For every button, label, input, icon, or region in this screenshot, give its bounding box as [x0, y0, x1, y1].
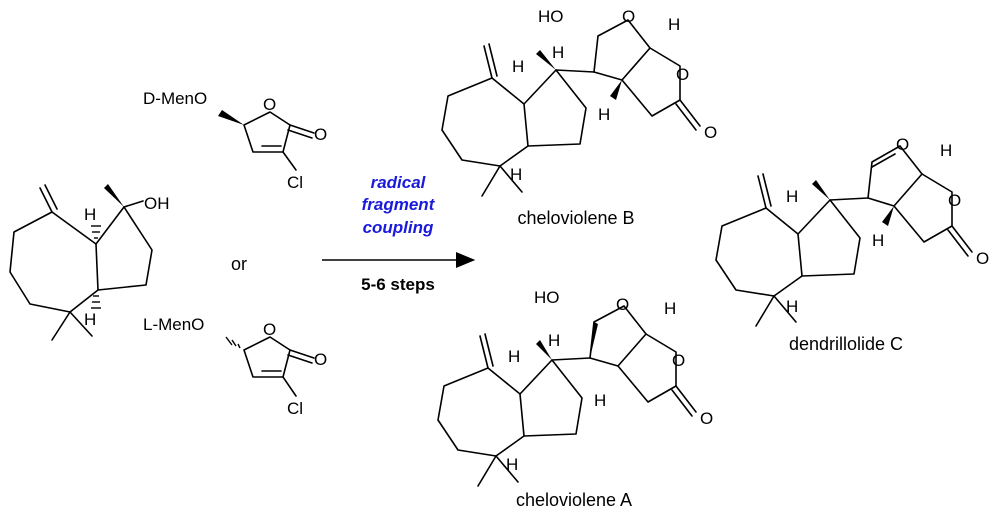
chel-b-ring-o2: O: [676, 65, 689, 84]
chel-b-h-ring: H: [598, 105, 610, 124]
dend-c-ring-o2: O: [948, 191, 961, 210]
chel-b-carbonyl-o: O: [704, 123, 717, 142]
chel-a-h-ring: H: [594, 391, 606, 410]
sm-hash-bonds: [91, 225, 101, 309]
product-dendrillolide-c: O O O H H H H dendrillolide C: [715, 135, 989, 354]
chel-a-hydroxyl: HO: [534, 288, 560, 307]
chel-a-caption: cheloviolene A: [516, 490, 632, 510]
condition-line-1: radical: [371, 173, 427, 192]
chel-a-h-bottom: H: [506, 455, 518, 474]
condition-line-3: coupling: [363, 218, 434, 237]
dend-c-ring-o1: O: [896, 135, 909, 154]
chel-b-h-top: H: [512, 57, 524, 76]
chel-a-h-top: H: [508, 347, 520, 366]
chel-b-h-side: H: [552, 43, 564, 62]
chel-b-caption: cheloviolene B: [517, 208, 634, 228]
condition-line-2: fragment: [362, 195, 436, 214]
sm-methyl-wedge: [104, 184, 124, 207]
chel-a-h-side: H: [548, 331, 560, 350]
chel-b-h-acetal: H: [668, 15, 680, 34]
sm-hydroxyl-label: OH: [144, 194, 170, 213]
product-cheloviolene-b: HO O O O H H H H H cheloviolene B: [441, 7, 717, 228]
sm-h-top-label: H: [84, 205, 96, 224]
condition-steps: 5-6 steps: [361, 275, 435, 294]
l-menthyl-ring-oxygen: O: [263, 320, 276, 339]
dend-c-caption: dendrillolide C: [789, 334, 903, 354]
chel-a-ring-o2: O: [672, 351, 685, 370]
l-menthyl-carbonyl-oxygen: O: [314, 350, 327, 369]
reaction-arrow-group: radical fragment coupling 5-6 steps: [322, 173, 476, 294]
dend-c-h-ring: H: [872, 231, 884, 250]
dend-c-h-acetal: H: [940, 141, 952, 160]
d-menthyl-carbonyl-oxygen: O: [314, 125, 327, 144]
d-menthyl-chlorine: Cl: [287, 173, 303, 192]
chel-b-h-bottom: H: [510, 165, 522, 184]
chel-b-hydroxyl: HO: [538, 7, 564, 26]
product-cheloviolene-a: HO O O O H H H H H cheloviolene A: [437, 288, 713, 510]
chel-a-h-acetal: H: [664, 299, 676, 318]
l-menthyl-substituent-label: L-MenO: [143, 315, 204, 334]
starting-material: OH H H: [9, 184, 170, 341]
reagent-d-menthyl: D-MenO O O Cl: [143, 89, 327, 192]
or-connector: or: [231, 254, 247, 274]
sm-bonds: [9, 184, 153, 341]
d-menthyl-wedge: [218, 110, 244, 125]
d-menthyl-substituent-label: D-MenO: [143, 89, 207, 108]
sm-h-bottom-label: H: [84, 310, 96, 329]
d-menthyl-ring-oxygen: O: [263, 95, 276, 114]
l-menthyl-hash: [225, 336, 241, 349]
dend-c-h-bottom: H: [786, 297, 798, 316]
chel-a-ring-o1: O: [616, 295, 629, 314]
chel-b-ring-o1: O: [622, 7, 635, 26]
l-menthyl-chlorine: Cl: [287, 399, 303, 418]
reagent-l-menthyl: L-MenO O O Cl: [143, 315, 327, 418]
chel-a-carbonyl-o: O: [700, 409, 713, 428]
dend-c-h-top: H: [786, 187, 798, 206]
dend-c-carbonyl-o: O: [976, 249, 989, 268]
